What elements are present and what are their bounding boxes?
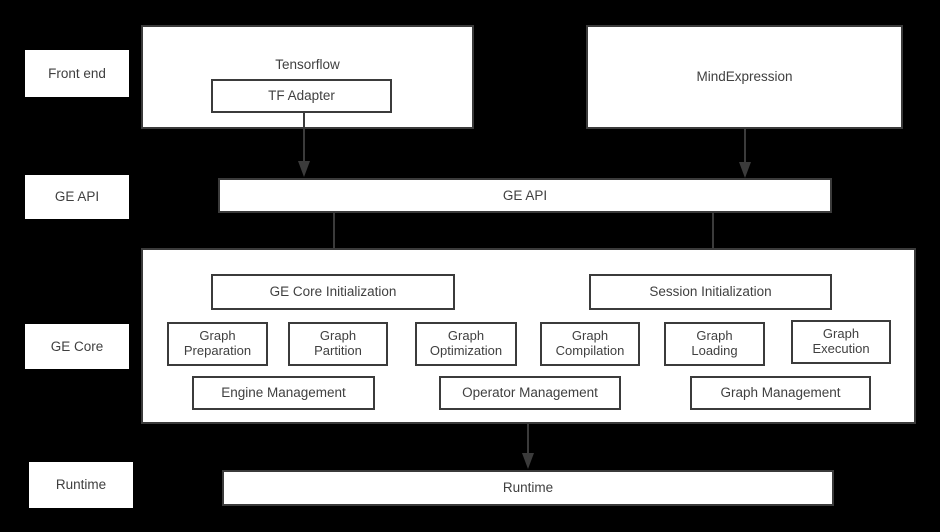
tensorflow-label: Tensorflow [275,57,340,72]
layer-label-front-end-text: Front end [48,65,106,81]
management-engine-label: Engine Management [221,385,346,401]
ge-api-bar[interactable]: GE API [218,178,832,213]
module-graph-preparation-label: Graph Preparation [183,328,252,358]
module-graph-partition-label: Graph Partition [314,328,362,358]
management-operator[interactable]: Operator Management [439,376,621,410]
arrow-mindexpression-to-ge-api [737,128,753,180]
management-graph-label: Graph Management [720,385,841,401]
arrow-ge-core-to-runtime [520,423,536,471]
layer-label-ge-api-text: GE API [54,189,100,205]
module-graph-loading[interactable]: Graph Loading [664,322,765,366]
module-graph-optimization-label: Graph Optimization [429,328,503,358]
session-initialization-label: Session Initialization [649,284,772,300]
module-graph-compilation[interactable]: Graph Compilation [540,322,640,366]
module-graph-execution[interactable]: Graph Execution [791,320,891,364]
ge-core-initialization-label: GE Core Initialization [269,284,397,300]
ge-core-initialization-box[interactable]: GE Core Initialization [211,274,455,310]
layer-label-runtime-text: Runtime [55,477,107,493]
mindexpression-label: MindExpression [696,69,793,85]
layer-label-ge-core: GE Core [25,324,129,369]
arrow-tf-adapter-to-ge-api [296,113,312,179]
management-engine[interactable]: Engine Management [192,376,375,410]
layer-label-ge-api: GE API [25,175,129,219]
layer-label-ge-core-text: GE Core [50,338,104,354]
module-graph-compilation-label: Graph Compilation [555,328,625,358]
tensorflow-container: Tensorflow TF Adapter [141,25,474,129]
ge-api-bar-label: GE API [502,187,548,203]
layer-label-front-end: Front end [25,50,129,97]
mindexpression-box[interactable]: MindExpression [586,25,903,129]
ge-core-container: GE Core Initialization Session Initializ… [141,248,916,424]
runtime-bar-label: Runtime [502,480,554,496]
module-graph-partition[interactable]: Graph Partition [288,322,388,366]
management-graph[interactable]: Graph Management [690,376,871,410]
layer-label-runtime: Runtime [29,462,133,508]
management-operator-label: Operator Management [462,385,598,401]
module-graph-loading-label: Graph Loading [691,328,738,358]
module-graph-execution-label: Graph Execution [812,326,870,356]
session-initialization-box[interactable]: Session Initialization [589,274,832,310]
tf-adapter-label: TF Adapter [268,88,335,104]
tf-adapter-box[interactable]: TF Adapter [211,79,392,113]
module-graph-preparation[interactable]: Graph Preparation [167,322,268,366]
module-graph-optimization[interactable]: Graph Optimization [415,322,517,366]
runtime-bar[interactable]: Runtime [222,470,834,506]
